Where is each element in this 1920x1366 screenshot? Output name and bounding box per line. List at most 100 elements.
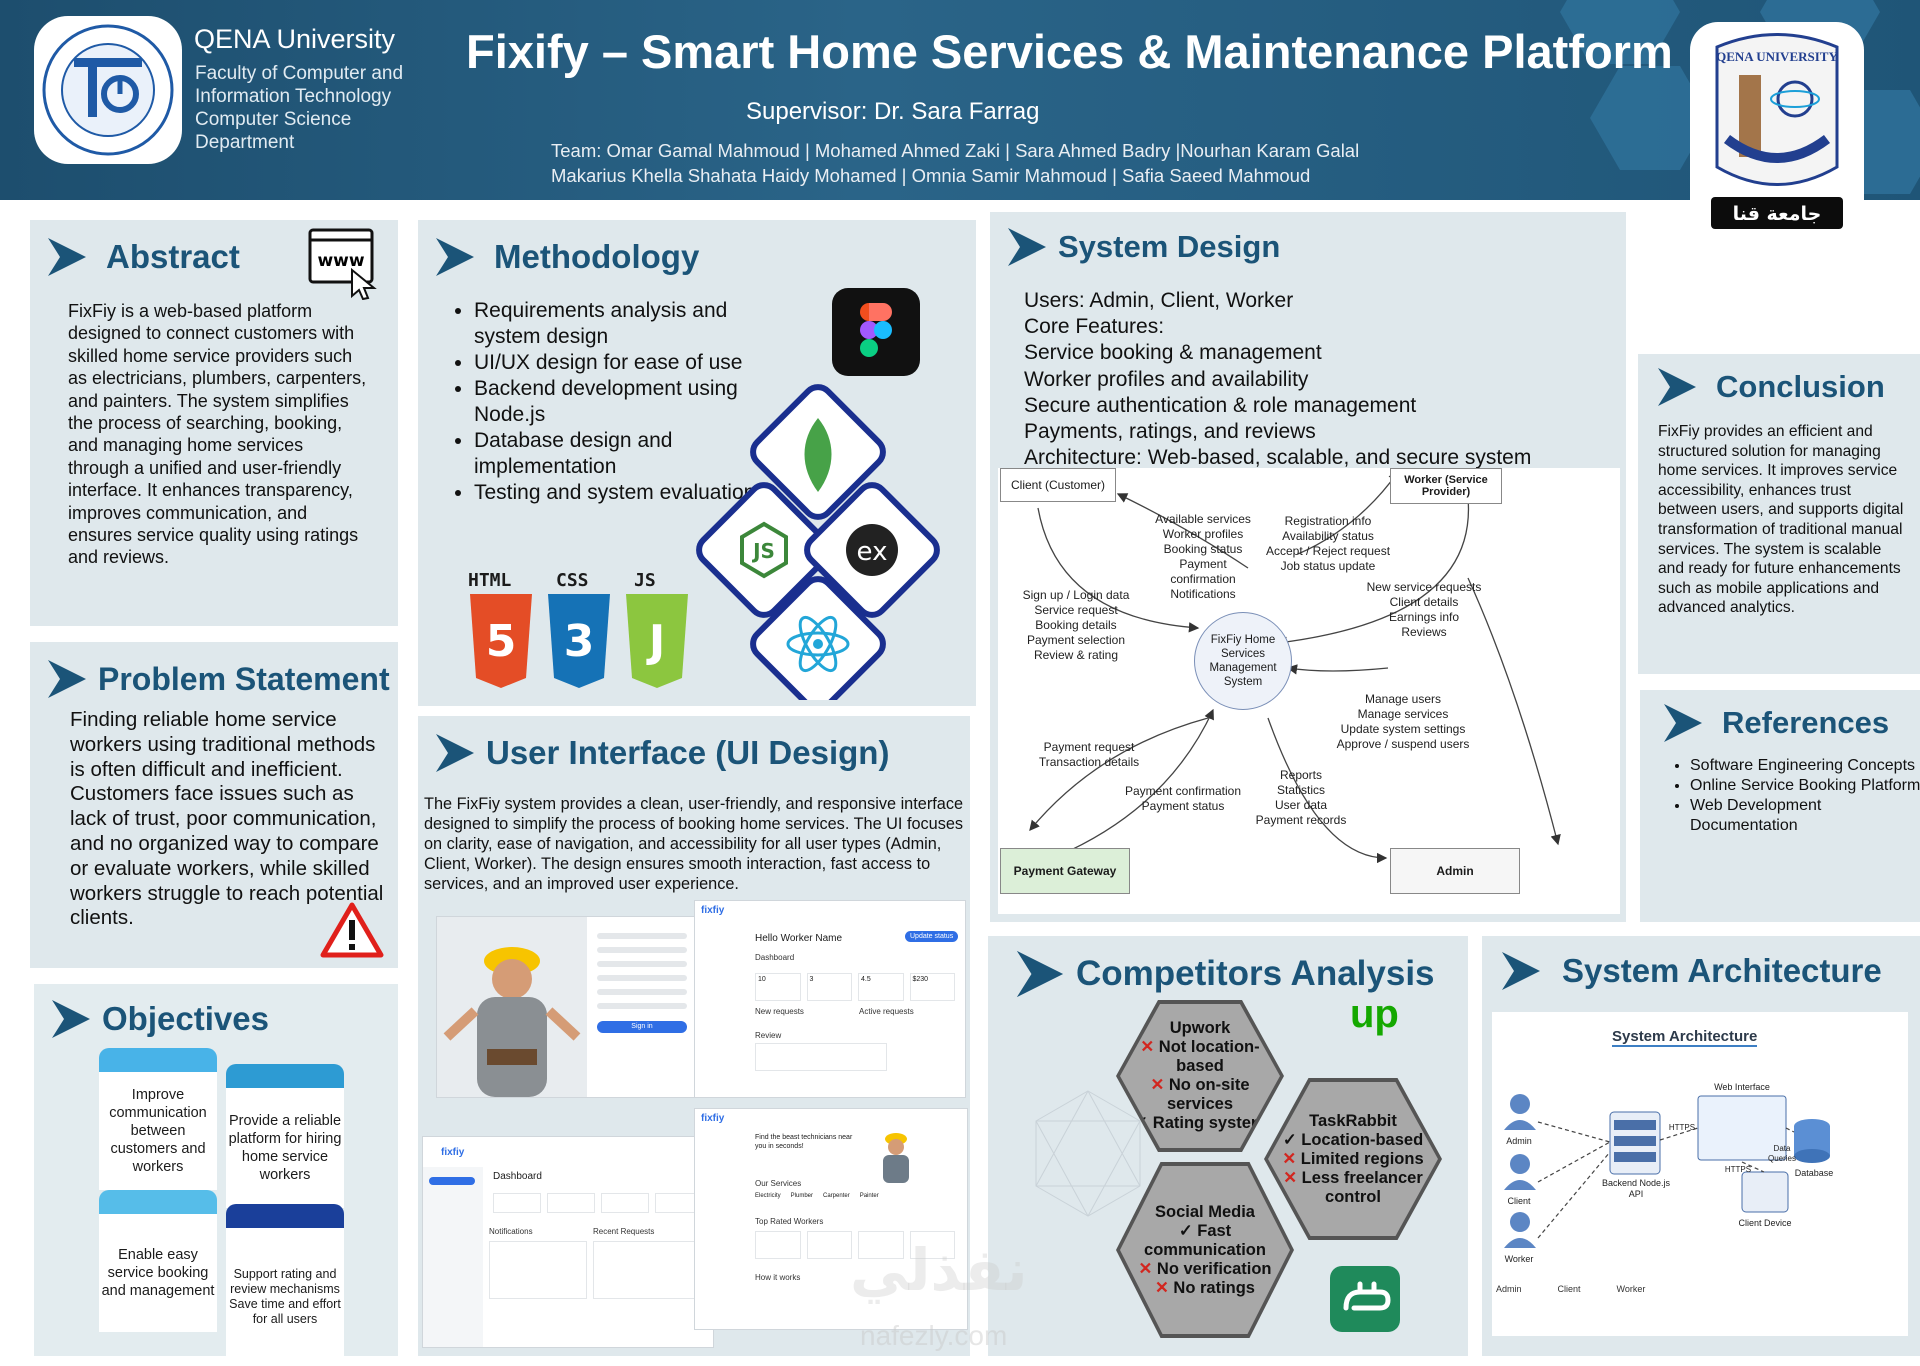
conclusion-header: Conclusion bbox=[1654, 364, 1885, 410]
objective-card: Provide a reliable platform for hiring h… bbox=[226, 1064, 344, 1208]
payment-gateway-node: Payment Gateway bbox=[1000, 848, 1130, 894]
references-panel: References Software Engineering Concepts… bbox=[1640, 690, 1920, 922]
competitor-taskrabbit: TaskRabbit ✓ Location-based ✕ Limited re… bbox=[1268, 1082, 1438, 1236]
watermark-arabic: نفذلي bbox=[850, 1236, 1028, 1304]
competitors-header: Competitors Analysis bbox=[1012, 946, 1435, 1002]
chevron-right-icon bbox=[52, 1000, 90, 1038]
section-title: References bbox=[1722, 705, 1890, 740]
chevron-right-icon bbox=[436, 734, 474, 772]
methodology-item: Database design and implementation bbox=[474, 428, 764, 480]
taskrabbit-logo bbox=[1330, 1266, 1400, 1332]
technician-icon bbox=[883, 1133, 909, 1183]
reference-item: Software Engineering Concepts bbox=[1690, 756, 1920, 776]
competitors-panel: Competitors Analysis Upwork ✕ Not locati… bbox=[988, 936, 1468, 1356]
problem-text: Finding reliable home service workers us… bbox=[70, 708, 384, 930]
methodology-list: Requirements analysis and system design … bbox=[454, 298, 764, 506]
chevron-right-icon bbox=[1502, 952, 1540, 990]
objective-card: Support rating and review mechanisms Sav… bbox=[226, 1204, 344, 1366]
faculty-logo bbox=[34, 16, 182, 164]
svg-text:3: 3 bbox=[564, 616, 595, 667]
problem-panel: Problem Statement Finding reliable home … bbox=[30, 642, 398, 968]
architecture-header: System Architecture bbox=[1498, 948, 1882, 994]
system-design-header: System Design bbox=[1004, 224, 1280, 270]
abstract-header: Abstract bbox=[44, 234, 240, 280]
worker-node: Worker (Service Provider) bbox=[1390, 468, 1502, 504]
team-members: Team: Omar Gamal Mahmoud | Mohamed Ahmed… bbox=[551, 140, 1360, 186]
chevron-right-icon bbox=[1664, 704, 1702, 742]
watermark-latin: nafezly.com bbox=[860, 1320, 1008, 1351]
system-center-node: FixFiy Home Services Management System bbox=[1194, 612, 1292, 710]
warning-icon bbox=[320, 902, 384, 958]
methodology-item: UI/UX design for ease of use bbox=[474, 350, 764, 376]
university-name: QENA University bbox=[194, 24, 396, 54]
reference-item: Online Service Booking Platforms bbox=[1690, 776, 1920, 796]
objective-card: Enable easy service booking and manageme… bbox=[99, 1190, 217, 1332]
svg-text:www: www bbox=[317, 251, 364, 271]
abstract-text: FixFiy is a web-based platform designed … bbox=[68, 301, 367, 568]
architecture-panel: System Architecture System Architecture … bbox=[1482, 936, 1920, 1356]
references-header: References bbox=[1660, 700, 1889, 746]
chevron-right-icon bbox=[436, 238, 474, 276]
admin-node: Admin bbox=[1390, 848, 1520, 894]
chevron-right-icon bbox=[48, 660, 86, 698]
www-icon: www bbox=[308, 228, 377, 301]
section-title: Objectives bbox=[102, 1000, 269, 1037]
ui-design-panel: User Interface (UI Design) The FixFiy sy… bbox=[418, 716, 970, 1356]
chevron-right-icon bbox=[1016, 950, 1064, 998]
qena-university-logo: QENA UNIVERSITY جامعة قنا bbox=[1690, 22, 1864, 252]
conclusion-text: FixFiy provides an efficient and structu… bbox=[1658, 423, 1904, 617]
methodology-item: Requirements analysis and system design bbox=[474, 298, 764, 350]
update-status-button[interactable]: Update status bbox=[905, 931, 959, 942]
section-title: Conclusion bbox=[1716, 369, 1885, 404]
data-flow-diagram: Client (Customer) Worker (Service Provid… bbox=[998, 468, 1620, 914]
ui-design-text: The FixFiy system provides a clean, user… bbox=[424, 795, 964, 893]
section-title: Methodology bbox=[494, 238, 700, 275]
reference-item: Web Development Documentation bbox=[1690, 796, 1920, 836]
chevron-right-icon bbox=[48, 238, 86, 276]
competitor-social-media: Social Media ✓ Fast communication ✕ No v… bbox=[1120, 1166, 1290, 1334]
supervisor: Supervisor: Dr. Sara Farrag bbox=[746, 98, 1040, 125]
upwork-logo: up bbox=[1350, 992, 1399, 1036]
svg-text:J: J bbox=[646, 616, 665, 667]
svg-text:QENA UNIVERSITY: QENA UNIVERSITY bbox=[1716, 49, 1838, 64]
abstract-panel: Abstract www FixFiy is a web-based platf… bbox=[30, 220, 398, 626]
poster-header: QENA University Faculty of Computer and … bbox=[0, 0, 1920, 200]
system-design-text: Users: Admin, Client, Worker Core Featur… bbox=[1024, 289, 1532, 470]
svg-text:JS: JS bbox=[751, 539, 775, 563]
objectives-header: Objectives bbox=[48, 996, 269, 1042]
objectives-panel: Objectives Improve communication between… bbox=[34, 984, 398, 1366]
section-title: System Design bbox=[1058, 229, 1281, 264]
admin-dashboard-mock: fixfiy Dashboard Notifications Recent Re… bbox=[422, 1136, 714, 1348]
network-graphic bbox=[1035, 1090, 1141, 1217]
signup-screen-mock: Sign in bbox=[436, 916, 700, 1098]
conclusion-panel: Conclusion FixFiy provides an efficient … bbox=[1638, 354, 1920, 674]
html-css-js-icons: HTML CSS JS 5 3 J bbox=[466, 570, 696, 700]
svg-text:ex: ex bbox=[857, 537, 888, 567]
system-design-panel: System Design Users: Admin, Client, Work… bbox=[990, 212, 1626, 922]
chevron-right-icon bbox=[1658, 368, 1696, 406]
section-title: Abstract bbox=[106, 238, 240, 275]
methodology-panel: Methodology Requirements analysis and sy… bbox=[418, 220, 976, 706]
poster-title: Fixify – Smart Home Services & Maintenan… bbox=[466, 25, 1673, 78]
methodology-item: Backend development using Node.js bbox=[474, 376, 764, 428]
methodology-header: Methodology bbox=[432, 234, 699, 280]
figma-icon bbox=[832, 288, 920, 376]
svg-text:5: 5 bbox=[486, 616, 517, 667]
nodejs-icon bbox=[740, 521, 788, 579]
worker-photo bbox=[437, 917, 587, 1097]
references-list: Software Engineering Concepts Online Ser… bbox=[1670, 756, 1920, 836]
svg-text:جامعة قنا: جامعة قنا bbox=[1733, 203, 1822, 225]
section-title: User Interface (UI Design) bbox=[486, 734, 890, 771]
architecture-diagram: System Architecture Admin Client Worker … bbox=[1492, 1012, 1908, 1336]
express-icon bbox=[846, 524, 898, 576]
signin-button[interactable]: Sign in bbox=[597, 1021, 687, 1033]
faculty-name: Faculty of Computer and Information Tech… bbox=[195, 63, 404, 153]
